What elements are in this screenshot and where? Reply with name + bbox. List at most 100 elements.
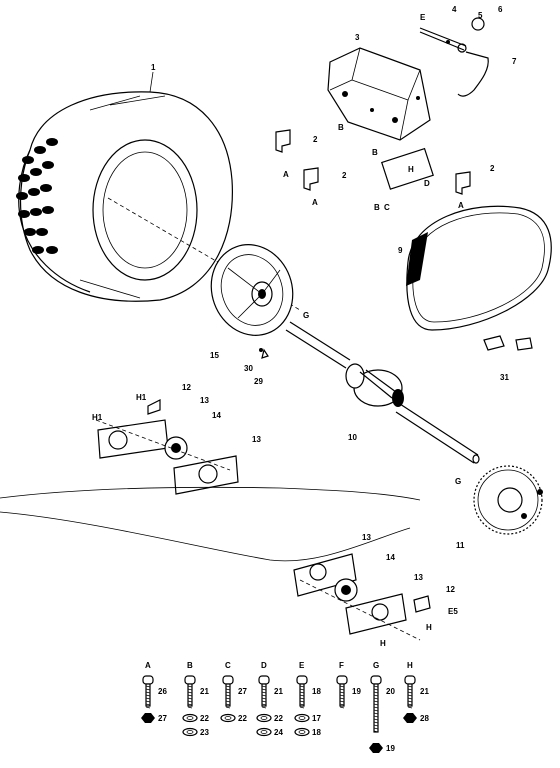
bolt-thread	[261, 706, 267, 709]
callout-7: 7	[512, 57, 517, 66]
bearing-plate-left-lower	[173, 455, 239, 495]
bolt-thread	[225, 685, 231, 688]
hardware-letter: H	[407, 661, 413, 670]
bolt-thread	[373, 691, 379, 694]
hardware-part-number: 19	[352, 687, 361, 696]
tire	[16, 91, 233, 302]
hardware-sub-part-number: 24	[274, 728, 283, 737]
callout-2b: 2	[342, 171, 347, 180]
bolt-thread	[407, 706, 413, 709]
bolt-head	[222, 675, 234, 685]
transmission	[327, 47, 434, 190]
bracket-letter-A1: A	[283, 170, 289, 179]
bolt-thread	[407, 697, 413, 700]
callout-3: 3	[355, 33, 360, 42]
bolt-thread	[299, 691, 305, 694]
tx-letter-D: D	[424, 179, 430, 188]
washer	[220, 713, 236, 723]
bolt-thread	[145, 688, 151, 691]
bracket-1	[275, 129, 291, 153]
washer-hole	[260, 730, 268, 734]
bolt-thread	[187, 703, 193, 706]
flange-left	[147, 399, 161, 415]
bolt-thread	[145, 694, 151, 697]
bolt-thread	[225, 703, 231, 706]
bolt-thread	[225, 694, 231, 697]
bolt-thread	[373, 709, 379, 712]
bracket-letter-A3: A	[458, 201, 464, 210]
bolt-thread	[187, 685, 193, 688]
callout-2c: 2	[490, 164, 495, 173]
callout-13c: 13	[362, 533, 371, 542]
bolt-thread	[261, 694, 267, 697]
bolt-thread	[261, 691, 267, 694]
letter-H-low: H	[380, 639, 386, 648]
sprocket	[473, 465, 543, 535]
hardware-sub-part-number: 19	[386, 744, 395, 753]
callout-14b: 14	[386, 553, 395, 562]
tx-letter-B1: B	[338, 123, 344, 132]
bolt-thread	[407, 688, 413, 691]
bolt-head	[184, 675, 196, 685]
bracket-letter-A2: A	[312, 198, 318, 207]
flange-right	[413, 595, 431, 613]
bolt-thread	[373, 697, 379, 700]
bolt-thread	[261, 703, 267, 706]
nut	[369, 743, 383, 753]
bolt-thread	[261, 700, 267, 703]
bolt-thread	[187, 700, 193, 703]
bolt-thread	[145, 685, 151, 688]
hardware-item-h: H 21 28	[403, 661, 429, 723]
callout-5: 5	[478, 11, 483, 20]
bolt-thread	[225, 691, 231, 694]
callout-15: 15	[210, 351, 219, 360]
washer	[294, 713, 310, 723]
bolt-thread	[145, 691, 151, 694]
bolt-thread	[373, 700, 379, 703]
tx-letter-B2: B	[372, 148, 378, 157]
washer	[182, 713, 198, 723]
bolt-thread	[145, 697, 151, 700]
callout-30: 30	[244, 364, 253, 373]
hardware-sub-part-number: 18	[312, 728, 321, 737]
bolt-thread	[339, 688, 345, 691]
bolt-thread	[299, 697, 305, 700]
bolt-thread	[339, 706, 345, 709]
bolt-thread	[373, 715, 379, 718]
bolt-thread	[225, 697, 231, 700]
hardware-letter: D	[261, 661, 267, 670]
bolt-thread	[187, 694, 193, 697]
letter-H1-b: H1	[92, 413, 103, 422]
hardware-part-number: 21	[274, 687, 283, 696]
hardware-part-number: 21	[420, 687, 429, 696]
callout-13b: 13	[252, 435, 261, 444]
hardware-sub-part-number: 17	[312, 714, 321, 723]
callout-11: 11	[456, 541, 465, 550]
hardware-part-number: 20	[386, 687, 395, 696]
washer	[256, 727, 272, 737]
washer	[182, 727, 198, 737]
bearing-plate-left-upper	[97, 419, 169, 459]
callout-2a: 2	[313, 135, 318, 144]
bolt-thread	[373, 706, 379, 709]
bolt-thread	[373, 694, 379, 697]
bolt-thread	[407, 691, 413, 694]
bolt-thread	[145, 700, 151, 703]
hardware-sub-part-number: 28	[420, 714, 429, 723]
bolt-thread	[145, 703, 151, 706]
washer-hole	[298, 730, 306, 734]
bearing-right	[334, 578, 358, 602]
hardware-row: A2627B212223C2722D212224E181718F19G2019H…	[141, 661, 429, 753]
bolt-head	[404, 675, 416, 685]
bolt-thread	[373, 718, 379, 721]
bolt-thread	[299, 706, 305, 709]
callout-12b: 12	[446, 585, 455, 594]
bolt-thread	[373, 724, 379, 727]
letter-E5: E5	[448, 607, 458, 616]
bolt-thread	[299, 688, 305, 691]
